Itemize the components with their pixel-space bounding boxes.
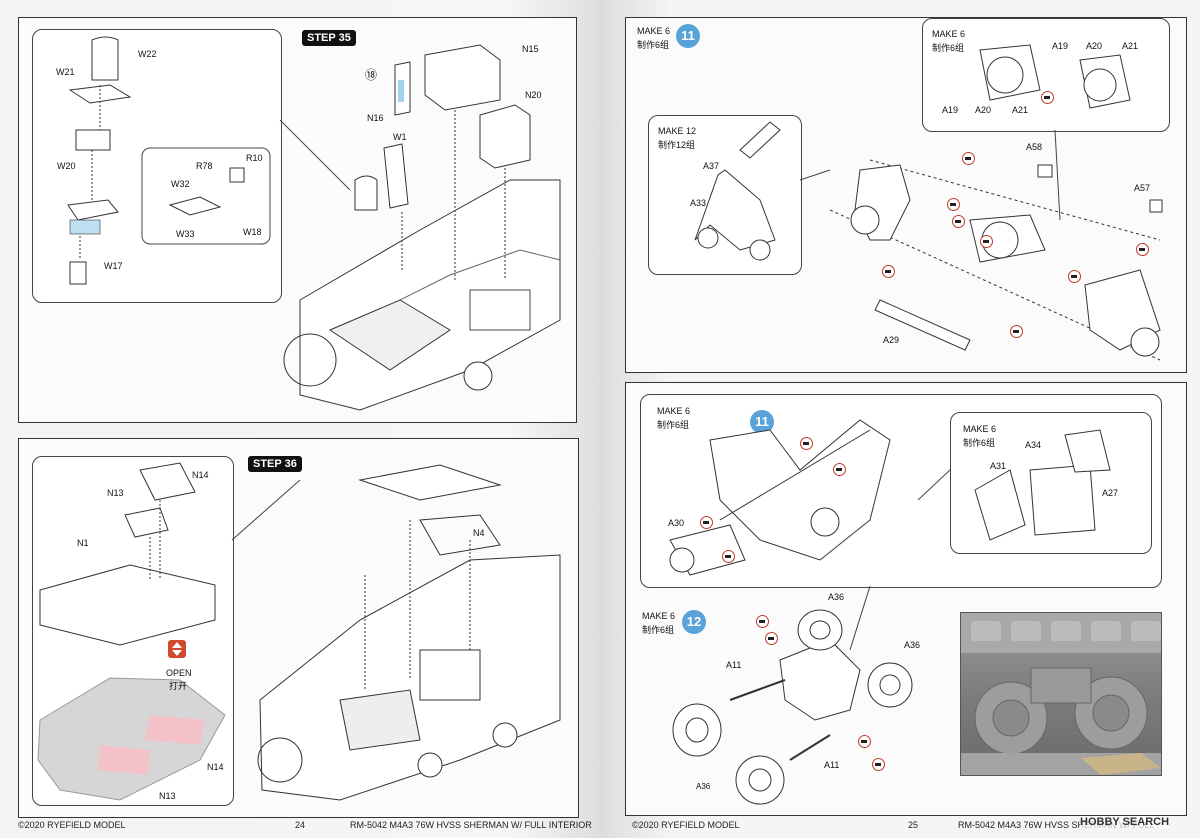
no-glue-icon xyxy=(1041,91,1054,104)
label-w17: W17 xyxy=(104,261,123,271)
label-a36-top: A36 xyxy=(828,592,845,602)
no-glue-icon xyxy=(858,735,871,748)
label-a19-top: A19 xyxy=(1052,41,1069,51)
no-glue-icon xyxy=(700,516,713,529)
step36-drawing xyxy=(37,462,561,801)
label-n14: N14 xyxy=(192,470,209,480)
no-glue-icon xyxy=(872,758,885,771)
label-n13: N13 xyxy=(107,488,124,498)
no-glue-icon xyxy=(947,198,960,211)
no-glue-icon xyxy=(952,215,965,228)
label-w18: W18 xyxy=(243,227,262,237)
no-glue-icon xyxy=(833,463,846,476)
bubble-make6-bottom-text: MAKE 6 xyxy=(963,424,997,434)
no-glue-icon xyxy=(882,265,895,278)
step36-title: STEP 36 xyxy=(248,456,302,472)
panel-bottom-make-12-cn: 制作6组 xyxy=(642,625,675,635)
label-a20-top: A20 xyxy=(1086,41,1103,51)
no-glue-icon xyxy=(1136,243,1149,256)
step-circle-11-top: 11 xyxy=(676,24,700,48)
label-n20: N20 xyxy=(525,90,542,100)
step-circle-12: 12 xyxy=(682,610,706,634)
no-glue-icon xyxy=(980,235,993,248)
bubble-make6-top-text: MAKE 6 xyxy=(932,29,966,39)
no-glue-icon xyxy=(962,152,975,165)
label-n4: N4 xyxy=(473,528,485,538)
label-n13-plate: N13 xyxy=(159,791,176,801)
no-glue-icon xyxy=(756,615,769,628)
label-a33: A33 xyxy=(690,198,707,208)
no-glue-icon xyxy=(722,550,735,563)
label-w22: W22 xyxy=(138,49,157,59)
label-n16: N16 xyxy=(367,113,384,123)
label-n14-plate: N14 xyxy=(207,762,224,772)
bogie-reference-photo xyxy=(960,612,1162,776)
label-a11-left: A11 xyxy=(726,660,742,670)
step35-drawing xyxy=(67,36,561,411)
right-footer-product: RM-5042 M4A3 76W HVSS SHERMAN W/ FULL IN… xyxy=(958,820,1158,830)
label-n1: N1 xyxy=(77,538,89,548)
label-n15: N15 xyxy=(522,44,539,54)
label-a58: A58 xyxy=(1026,142,1043,152)
label-a21-bottom: A21 xyxy=(1012,105,1029,115)
left-footer-page-number: 24 xyxy=(295,820,306,830)
left-footer-product: RM-5042 M4A3 76W HVSS SHERMAN W/ FULL IN… xyxy=(350,820,592,830)
label-a37: A37 xyxy=(703,161,720,171)
panel-bottom-make: MAKE 6 xyxy=(657,406,691,416)
label-a36-right: A36 xyxy=(904,640,921,650)
label-a34: A34 xyxy=(1025,440,1042,450)
label-r10: R10 xyxy=(246,153,263,163)
bubble-make6-bottom-text-cn: 制作6组 xyxy=(963,438,996,448)
ref-number-18: ⑱ xyxy=(365,68,378,82)
label-a21-top: A21 xyxy=(1122,41,1139,51)
right-page: MAKE 6 制作6组 11 MAKE 12 制作12组 MAKE 6 制作6组 xyxy=(600,0,1200,838)
right-footer-copyright: ©2020 RYEFIELD MODEL xyxy=(632,820,740,830)
panel-top-make: MAKE 6 xyxy=(637,26,671,36)
label-w33: W33 xyxy=(176,229,195,239)
label-r78: R78 xyxy=(196,161,213,171)
label-a11-right: A11 xyxy=(824,760,840,770)
right-footer-page-number: 25 xyxy=(908,820,919,830)
label-w21: W21 xyxy=(56,67,75,77)
label-a27: A27 xyxy=(1102,488,1119,498)
step35-title: STEP 35 xyxy=(302,30,356,46)
left-footer-copyright: ©2020 RYEFIELD MODEL xyxy=(18,820,126,830)
no-glue-icon xyxy=(1010,325,1023,338)
no-glue-icon xyxy=(1068,270,1081,283)
label-w1: W1 xyxy=(393,132,407,142)
panel-bottom-make-12: MAKE 6 xyxy=(642,611,676,621)
bubble-make6-top xyxy=(922,18,1170,132)
label-a19-bottom: A19 xyxy=(942,105,959,115)
panel-top-drawing xyxy=(694,44,1163,361)
label-a36-bottom: A36 xyxy=(696,782,711,791)
panel-bottom-drawing xyxy=(669,419,1111,805)
label-a29: A29 xyxy=(883,335,900,345)
open-icon xyxy=(168,640,186,658)
label-w32: W32 xyxy=(171,179,190,189)
label-a31: A31 xyxy=(990,461,1007,471)
label-a57: A57 xyxy=(1134,183,1151,193)
label-a30: A30 xyxy=(668,518,685,528)
left-page: STEP 35 xyxy=(0,0,600,838)
label-a20-bottom: A20 xyxy=(975,105,992,115)
bubble-make12-text: MAKE 12 xyxy=(658,126,697,136)
no-glue-icon xyxy=(765,632,778,645)
bubble-make6-top-text-cn: 制作6组 xyxy=(932,43,965,53)
label-w20: W20 xyxy=(57,161,76,171)
bubble-make12-text-cn: 制作12组 xyxy=(658,140,696,150)
panel-top-make-cn: 制作6组 xyxy=(637,40,670,50)
open-text-cn: 打开 xyxy=(169,681,188,691)
right-footer-watermark: HOBBY SEARCH xyxy=(1080,816,1170,828)
open-text: OPEN xyxy=(166,668,192,678)
no-glue-icon xyxy=(800,437,813,450)
panel-bottom-make-cn: 制作6组 xyxy=(657,420,690,430)
